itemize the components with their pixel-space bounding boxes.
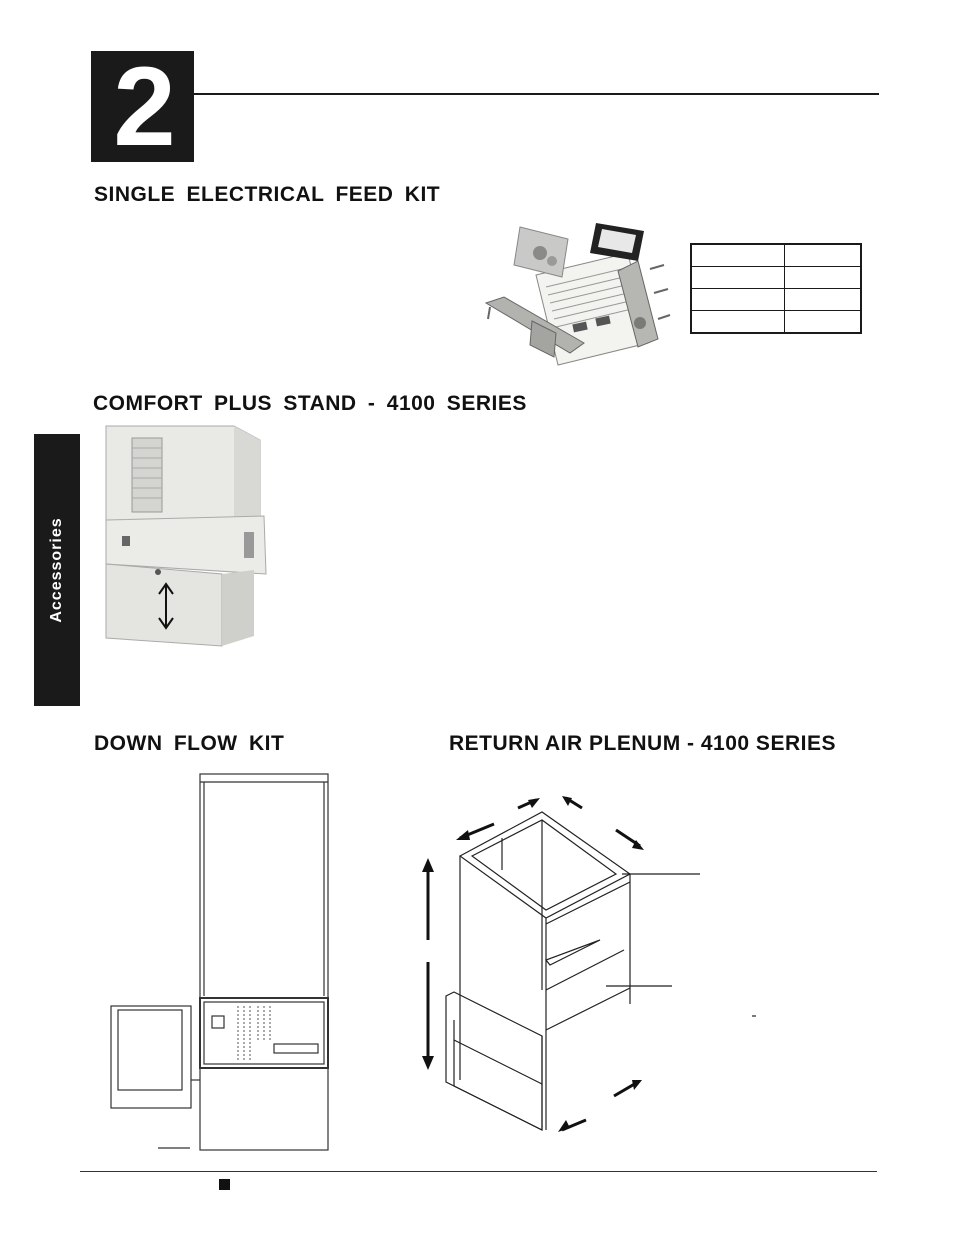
side-tab-label: Accessories — [48, 517, 65, 623]
heading-return-air-plenum: RETURN AIR PLENUM - 4100 SERIES — [449, 732, 836, 755]
table-row — [690, 310, 862, 334]
table-row — [690, 266, 862, 289]
footer-rule — [80, 1171, 877, 1172]
down-flow-drawing — [110, 773, 329, 1151]
table-row — [690, 288, 862, 311]
chapter-number: 2 — [91, 51, 194, 163]
heading-single-electrical-feed-kit: SINGLE ELECTRICAL FEED KIT — [94, 183, 441, 206]
table-cell — [690, 243, 785, 267]
kit-photo — [484, 223, 671, 366]
comfort-stand-photo — [105, 425, 267, 647]
table-cell — [784, 243, 862, 267]
table-cell — [784, 288, 862, 311]
footer-square-marker — [219, 1179, 230, 1190]
return-plenum-drawing — [422, 796, 756, 1132]
table-row — [690, 243, 862, 267]
table-cell — [784, 266, 862, 289]
heading-comfort-plus-stand: COMFORT PLUS STAND - 4100 SERIES — [93, 392, 527, 415]
table-cell — [690, 288, 785, 311]
kit-table — [690, 243, 862, 334]
header-rule — [194, 93, 879, 95]
table-cell — [784, 310, 862, 334]
table-cell — [690, 266, 785, 289]
side-tab: Accessories — [34, 434, 80, 706]
table-cell — [690, 310, 785, 334]
heading-down-flow-kit: DOWN FLOW KIT — [94, 732, 285, 755]
